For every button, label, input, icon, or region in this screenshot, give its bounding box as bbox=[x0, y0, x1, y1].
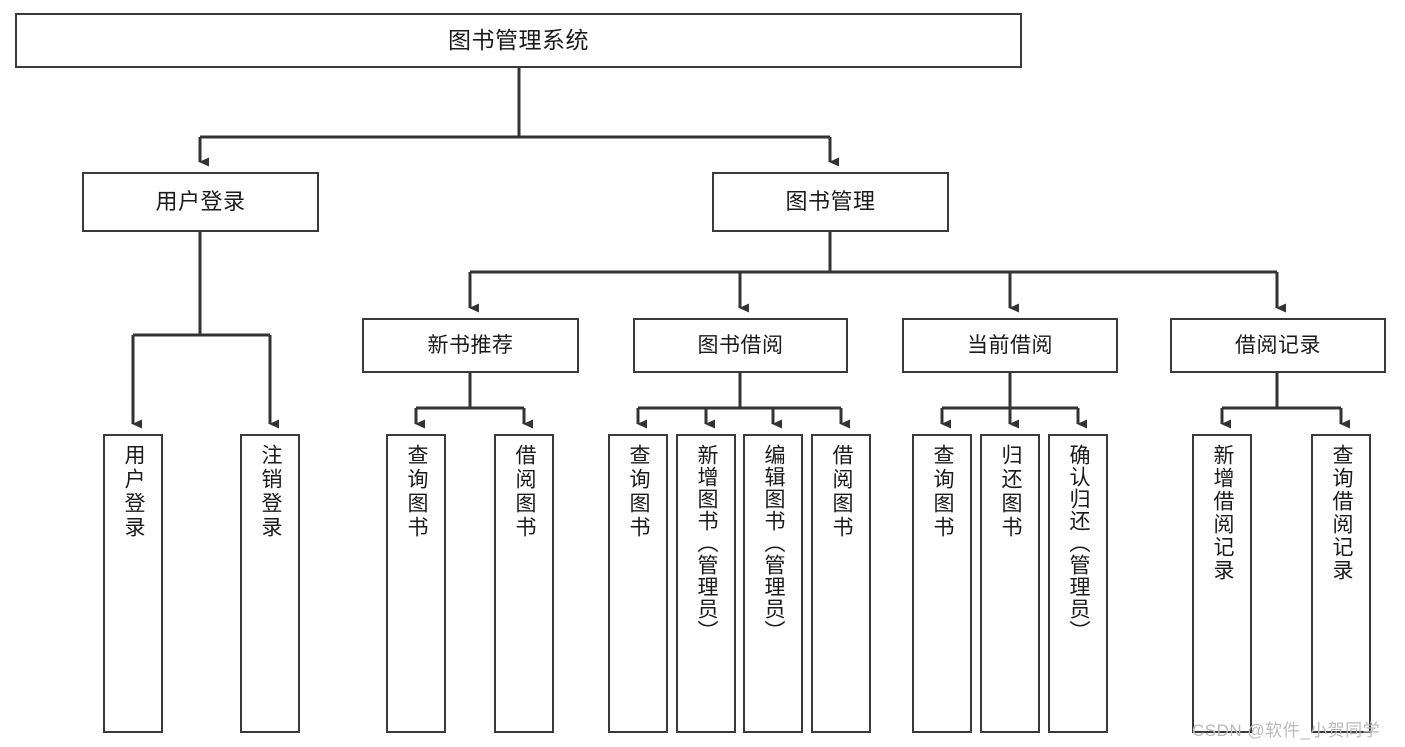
node-current-borrow[interactable]: 当前借阅 bbox=[902, 318, 1118, 373]
node-label: 新增借阅记录 bbox=[1211, 444, 1235, 582]
leaf-confirm-return-admin[interactable]: 确认归还（管理员） bbox=[1048, 434, 1108, 733]
node-label: 查询图书 bbox=[931, 444, 955, 540]
leaf-edit-book-admin[interactable]: 编辑图书（管理员） bbox=[743, 434, 803, 733]
leaf-return-book[interactable]: 归还图书 bbox=[980, 434, 1040, 733]
node-root-system[interactable]: 图书管理系统 bbox=[15, 13, 1022, 68]
node-label: 图书管理 bbox=[785, 189, 876, 215]
node-label: 借阅记录 bbox=[1235, 333, 1321, 357]
node-label: 查询图书 bbox=[405, 444, 429, 540]
node-label: 确认归还（管理员） bbox=[1067, 444, 1091, 642]
leaf-query-book-current[interactable]: 查询图书 bbox=[912, 434, 972, 733]
csdn-watermark: CSDN @软件_小贺同学 bbox=[1192, 721, 1381, 740]
leaf-borrow-book[interactable]: 借阅图书 bbox=[811, 434, 871, 733]
leaf-borrow-book-recommend[interactable]: 借阅图书 bbox=[494, 434, 554, 733]
node-label: 借阅图书 bbox=[830, 444, 854, 540]
node-label: 注销登录 bbox=[259, 444, 283, 540]
node-user-login[interactable]: 用户登录 bbox=[82, 172, 319, 232]
node-label: 图书管理系统 bbox=[448, 27, 589, 54]
node-label: 图书借阅 bbox=[697, 333, 784, 357]
leaf-add-book-admin[interactable]: 新增图书（管理员） bbox=[676, 434, 736, 733]
node-label: 用户登录 bbox=[122, 444, 146, 540]
node-new-book-recommend[interactable]: 新书推荐 bbox=[362, 318, 579, 373]
leaf-query-book[interactable]: 查询图书 bbox=[608, 434, 668, 733]
node-label: 借阅图书 bbox=[513, 444, 537, 540]
leaf-query-borrow-record[interactable]: 查询借阅记录 bbox=[1311, 434, 1371, 733]
node-label: 新增图书（管理员） bbox=[695, 444, 719, 642]
node-label: 当前借阅 bbox=[967, 333, 1053, 357]
leaf-logout[interactable]: 注销登录 bbox=[240, 434, 300, 733]
node-borrow-records[interactable]: 借阅记录 bbox=[1170, 318, 1386, 373]
node-book-borrow[interactable]: 图书借阅 bbox=[633, 318, 848, 373]
leaf-query-book-recommend[interactable]: 查询图书 bbox=[386, 434, 446, 733]
node-book-management[interactable]: 图书管理 bbox=[712, 172, 949, 232]
leaf-user-login[interactable]: 用户登录 bbox=[103, 434, 163, 733]
node-label: 用户登录 bbox=[155, 189, 246, 215]
node-label: 编辑图书（管理员） bbox=[762, 444, 786, 642]
leaf-add-borrow-record[interactable]: 新增借阅记录 bbox=[1192, 434, 1252, 733]
node-label: 归还图书 bbox=[999, 444, 1023, 540]
node-label: 查询图书 bbox=[627, 444, 651, 540]
node-label: 查询借阅记录 bbox=[1330, 444, 1354, 582]
node-label: 新书推荐 bbox=[427, 333, 514, 357]
